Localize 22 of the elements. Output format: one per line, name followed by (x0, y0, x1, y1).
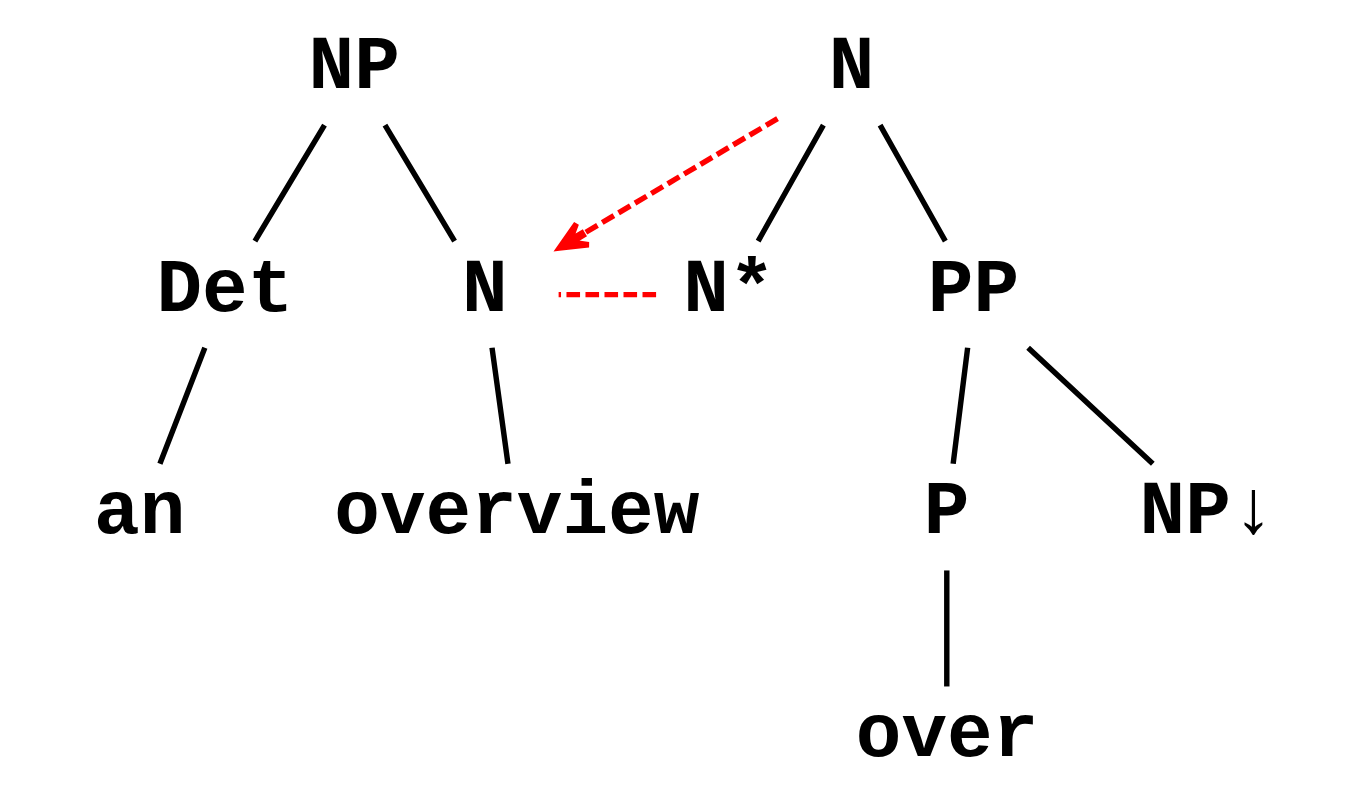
node-text: PP (927, 247, 1019, 334)
arrow (555, 116, 779, 251)
node-text: Det (155, 247, 293, 334)
node-text: an (93, 470, 185, 557)
connector (488, 347, 511, 465)
node-text: N (828, 24, 874, 111)
connector (252, 123, 327, 243)
connector (382, 123, 457, 243)
node-text: P (923, 470, 969, 557)
connector (877, 123, 948, 243)
node-text: NP (308, 24, 400, 111)
node-text: N (461, 247, 508, 334)
connector (558, 291, 656, 298)
connector (949, 347, 970, 465)
connector (755, 123, 826, 243)
node-text: over (855, 693, 1038, 780)
node-text: NP↓ (1139, 470, 1277, 557)
connector (156, 346, 207, 465)
node-text: N* (682, 247, 775, 334)
node-text: overview (333, 470, 699, 557)
connector (943, 570, 949, 687)
connector (1025, 345, 1155, 466)
